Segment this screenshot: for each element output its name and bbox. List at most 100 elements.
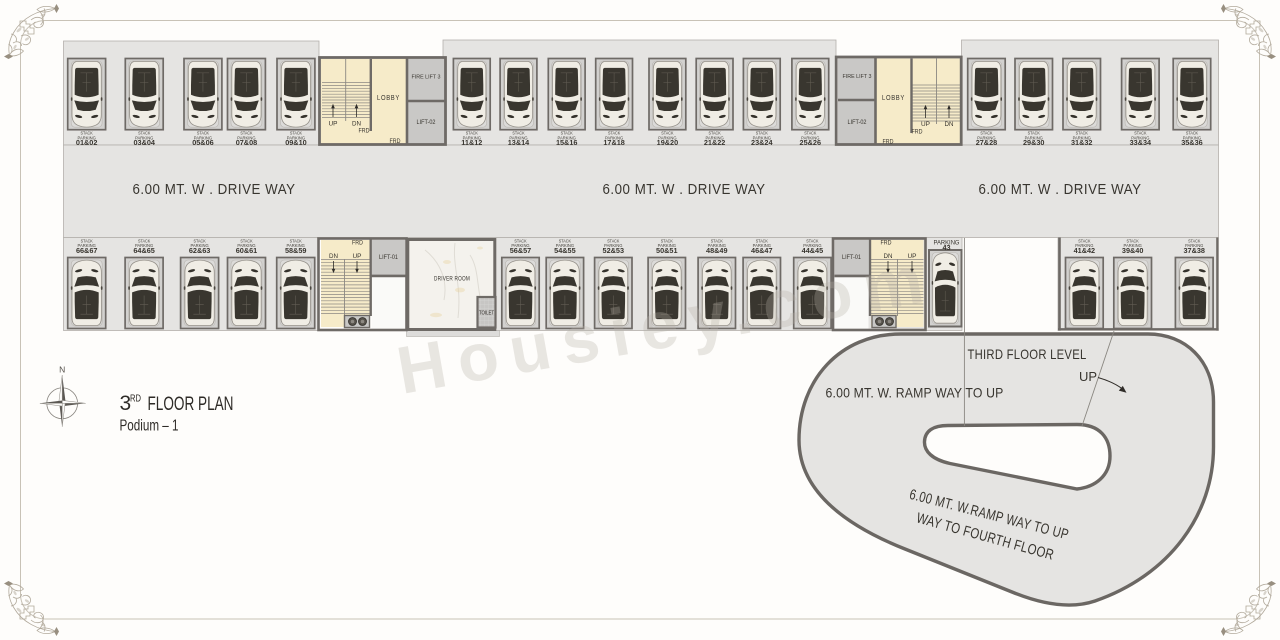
svg-text:31&32: 31&32 [1071,138,1093,147]
svg-text:PARKING: PARKING [1124,243,1142,249]
svg-text:29&30: 29&30 [1023,138,1045,147]
svg-text:FRD: FRD [352,241,364,247]
svg-text:STACK: STACK [806,238,819,244]
svg-text:STACK: STACK [1078,238,1091,244]
svg-text:STACK: STACK [290,131,303,137]
svg-text:58&59: 58&59 [285,246,307,255]
svg-text:PARKING: PARKING [237,135,255,141]
svg-text:19&20: 19&20 [657,138,679,147]
svg-text:07&08: 07&08 [236,138,258,147]
svg-text:PARKING: PARKING [1073,135,1091,141]
svg-text:STACK: STACK [81,238,94,244]
svg-text:PARKING: PARKING [1183,135,1201,141]
svg-text:STACK: STACK [240,131,253,137]
svg-text:DRIVER ROOM: DRIVER ROOM [434,276,470,283]
svg-text:STACK: STACK [711,238,724,244]
svg-text:PARKING: PARKING [803,243,821,249]
svg-text:STACK: STACK [661,131,674,137]
svg-text:STACK: STACK [1134,131,1147,137]
svg-text:FLOOR PLAN: FLOOR PLAN [148,393,234,415]
svg-text:UP: UP [921,122,930,128]
svg-text:STACK: STACK [514,238,527,244]
svg-text:6.00 MT. W . DRIVE WAY: 6.00 MT. W . DRIVE WAY [979,181,1142,198]
svg-text:UP: UP [329,122,338,128]
svg-text:STACK: STACK [1186,131,1199,137]
svg-text:33&34: 33&34 [1130,138,1152,147]
svg-text:DN: DN [352,122,361,128]
svg-text:FRD: FRD [359,129,371,135]
svg-text:STACK: STACK [1028,131,1041,137]
svg-text:46&47: 46&47 [751,246,773,255]
svg-text:FRD: FRD [390,139,402,145]
svg-text:39&40: 39&40 [1122,246,1144,255]
svg-text:01&02: 01&02 [76,138,98,147]
svg-text:STACK: STACK [607,238,620,244]
svg-text:PARKING: PARKING [658,243,676,249]
svg-text:STACK: STACK [756,131,769,137]
svg-text:STACK: STACK [138,131,151,137]
svg-text:64&65: 64&65 [133,246,155,255]
svg-text:PARKING: PARKING [509,135,527,141]
svg-text:LOBBY: LOBBY [882,95,905,102]
svg-text:PARKING: PARKING [287,243,305,249]
svg-text:LIFT-01: LIFT-01 [379,254,398,261]
svg-text:17&18: 17&18 [603,138,625,147]
svg-text:PARKING: PARKING [1025,135,1043,141]
svg-text:PARKING: PARKING [705,135,723,141]
svg-text:STACK: STACK [1076,131,1089,137]
svg-text:PARKING: PARKING [708,243,726,249]
svg-text:LIFT-02: LIFT-02 [848,119,867,126]
svg-text:STACK: STACK [608,131,621,137]
svg-text:21&22: 21&22 [704,138,726,147]
svg-text:PARKING: PARKING [135,243,153,249]
svg-text:3: 3 [120,392,132,415]
svg-text:STACK: STACK [466,131,479,137]
svg-text:PARKING: PARKING [190,243,208,249]
svg-text:25&26: 25&26 [800,138,822,147]
svg-text:66&67: 66&67 [76,246,98,255]
svg-text:23&24: 23&24 [751,138,773,147]
svg-text:STACK: STACK [1127,238,1140,244]
svg-text:6.00 MT. W . DRIVE WAY: 6.00 MT. W . DRIVE WAY [603,181,766,198]
svg-text:STACK: STACK [81,131,94,137]
svg-text:TOILET: TOILET [479,311,495,317]
svg-text:RD: RD [130,393,141,405]
svg-text:PARKING: PARKING [237,243,255,249]
svg-text:DN: DN [945,122,954,128]
svg-text:STACK: STACK [980,131,993,137]
svg-text:PARKING: PARKING [287,135,305,141]
svg-text:PARKING: PARKING [801,135,819,141]
svg-text:THIRD FLOOR LEVEL: THIRD FLOOR LEVEL [968,346,1087,362]
svg-text:6.00 MT. W. RAMP WAY TO UP: 6.00 MT. W. RAMP WAY TO UP [826,386,1004,401]
svg-text:STACK: STACK [756,238,769,244]
svg-text:UP: UP [353,254,362,260]
svg-text:35&36: 35&36 [1181,138,1203,147]
svg-text:PARKING: PARKING [604,243,622,249]
svg-text:09&10: 09&10 [285,138,307,147]
svg-text:DN: DN [884,254,893,260]
svg-text:15&16: 15&16 [556,138,578,147]
svg-text:STACK: STACK [194,238,207,244]
svg-text:PARKING: PARKING [658,135,676,141]
svg-text:52&53: 52&53 [603,246,625,255]
svg-text:50&51: 50&51 [656,246,678,255]
svg-text:STACK: STACK [197,131,210,137]
svg-text:PARKING: PARKING [1131,135,1149,141]
svg-text:STACK: STACK [561,131,574,137]
svg-text:FRD: FRD [912,130,924,136]
svg-text:UP: UP [1079,369,1097,384]
svg-text:STACK: STACK [512,131,525,137]
svg-text:41&42: 41&42 [1074,246,1096,255]
svg-text:FRD: FRD [881,241,893,247]
svg-text:PARKING: PARKING [753,243,771,249]
svg-text:PARKING: PARKING [463,135,481,141]
svg-text:03&04: 03&04 [133,138,155,147]
svg-text:05&06: 05&06 [192,138,214,147]
svg-text:6.00 MT. W . DRIVE WAY: 6.00 MT. W . DRIVE WAY [133,181,296,198]
svg-text:STACK: STACK [661,238,674,244]
svg-text:11&12: 11&12 [461,138,482,147]
svg-text:43: 43 [942,243,950,252]
svg-text:STACK: STACK [559,238,572,244]
svg-text:PARKING: PARKING [135,135,153,141]
svg-text:PARKING: PARKING [511,243,529,249]
